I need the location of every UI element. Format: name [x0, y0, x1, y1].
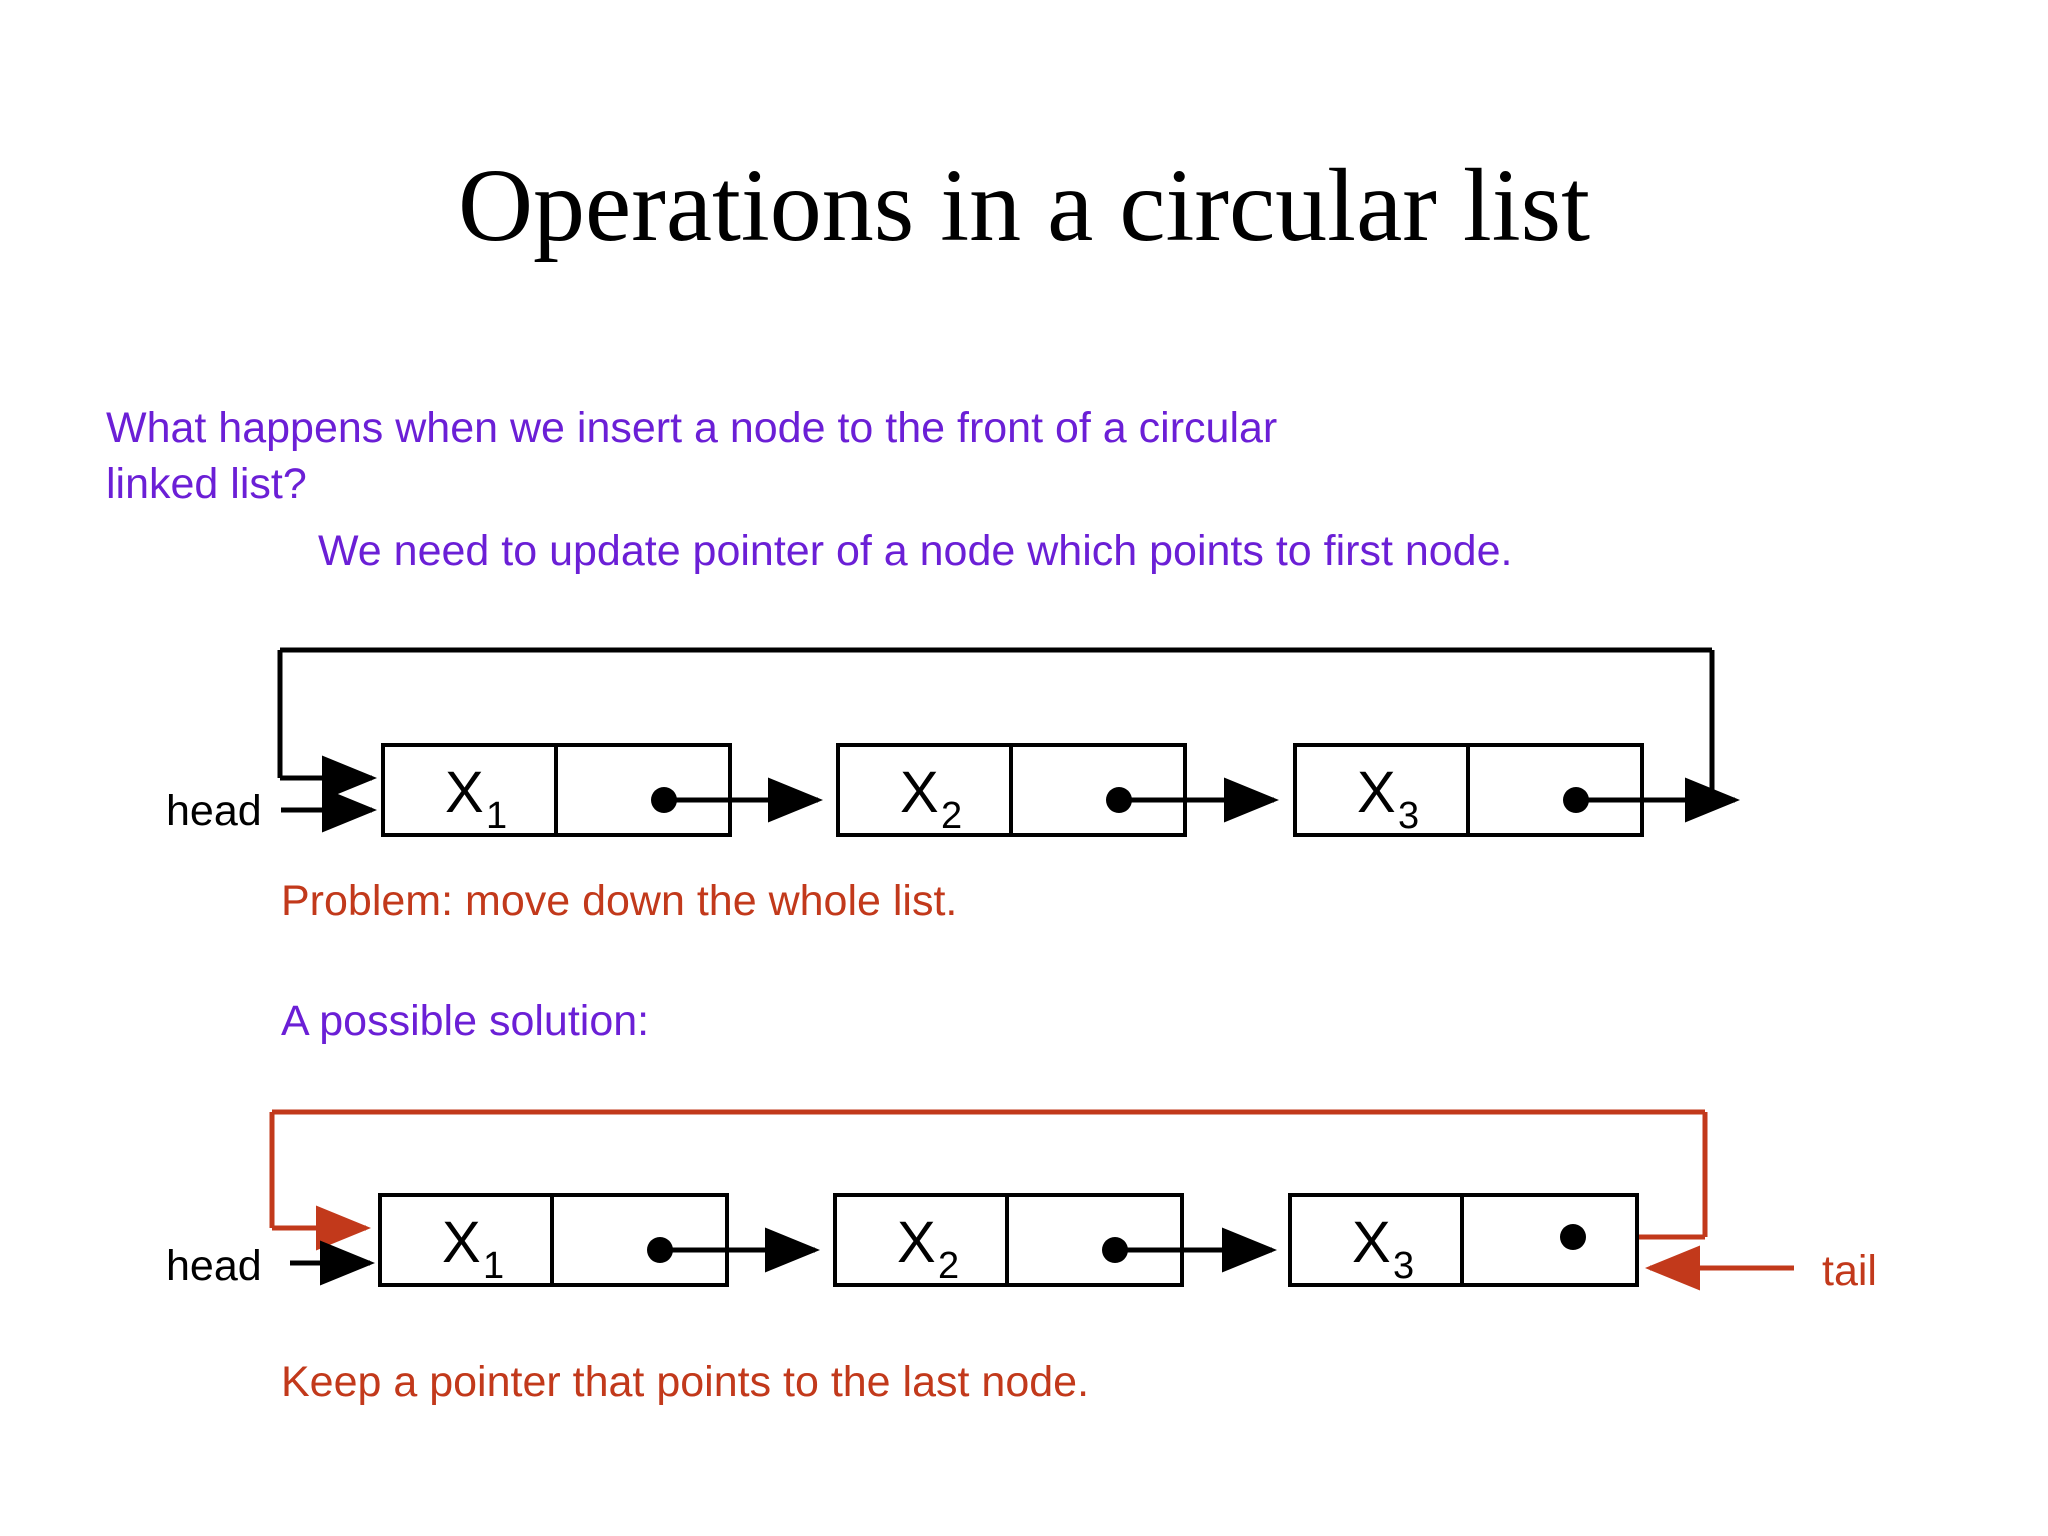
answer-line: We need to update pointer of a node whic… — [318, 527, 1513, 575]
question-line-1: What happens when we insert a node to th… — [106, 404, 1278, 452]
top-head-label: head — [166, 787, 262, 835]
bottom-node-2-value: X — [897, 1210, 936, 1275]
top-node-1-value: X — [445, 760, 484, 825]
bottom-node-3-subscript: 3 — [1393, 1245, 1414, 1287]
problem-note: Problem: move down the whole list. — [281, 877, 958, 925]
diagram-bottom: head X 1 X 2 — [166, 1109, 1877, 1295]
bottom-node-3: X 3 — [1288, 1193, 1639, 1287]
solution-note: A possible solution: — [281, 997, 650, 1045]
keep-note: Keep a pointer that points to the last n… — [281, 1358, 1090, 1406]
bottom-node-1-value: X — [442, 1210, 481, 1275]
bottom-node-3-value: X — [1352, 1210, 1391, 1275]
top-node-2-subscript: 2 — [941, 795, 962, 837]
top-node-2: X 2 — [836, 743, 1279, 837]
bottom-node-2-subscript: 2 — [938, 1245, 959, 1287]
top-node-1-subscript: 1 — [486, 795, 507, 837]
bottom-node-1-subscript: 1 — [483, 1245, 504, 1287]
page-title: Operations in a circular list — [457, 148, 1591, 263]
bottom-tail-label: tail — [1822, 1247, 1877, 1295]
top-node-1: X 1 — [381, 743, 823, 837]
top-node-3-value: X — [1357, 760, 1396, 825]
question-line-2: linked list? — [106, 460, 307, 508]
bottom-node-3-pointer-dot — [1560, 1224, 1586, 1250]
bottom-node-1: X 1 — [378, 1193, 820, 1287]
bottom-head-label: head — [166, 1242, 262, 1290]
diagram-top: head X 1 X 2 — [166, 647, 1740, 837]
top-node-3-subscript: 3 — [1398, 795, 1419, 837]
top-node-3: X 3 — [1293, 743, 1740, 837]
bottom-node-2: X 2 — [833, 1193, 1277, 1287]
top-node-2-value: X — [900, 760, 939, 825]
